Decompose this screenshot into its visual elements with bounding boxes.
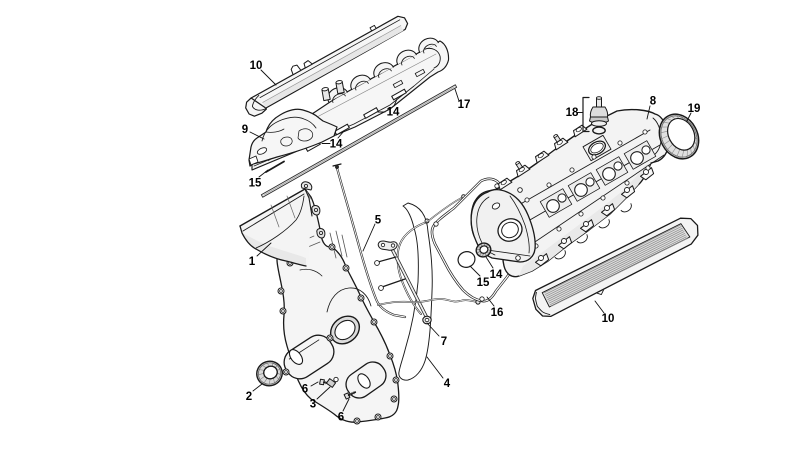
svg-text:14: 14 [330, 139, 343, 151]
svg-text:18: 18 [566, 107, 579, 119]
svg-text:16: 16 [491, 307, 504, 319]
svg-text:17: 17 [458, 99, 471, 111]
svg-text:6: 6 [338, 412, 344, 424]
svg-text:1: 1 [249, 256, 256, 268]
svg-text:14: 14 [490, 269, 503, 281]
svg-text:5: 5 [375, 215, 382, 227]
svg-text:8: 8 [650, 96, 657, 108]
svg-text:2: 2 [246, 391, 252, 403]
svg-text:9: 9 [242, 124, 248, 136]
svg-text:15: 15 [249, 178, 262, 190]
svg-text:15: 15 [477, 277, 490, 289]
svg-text:14: 14 [387, 107, 400, 119]
svg-text:6: 6 [302, 384, 308, 396]
svg-text:4: 4 [444, 378, 451, 390]
svg-text:3: 3 [310, 399, 316, 411]
svg-text:7: 7 [441, 336, 447, 348]
svg-text:10: 10 [250, 60, 263, 72]
svg-text:10: 10 [602, 313, 615, 325]
svg-text:19: 19 [688, 103, 701, 115]
